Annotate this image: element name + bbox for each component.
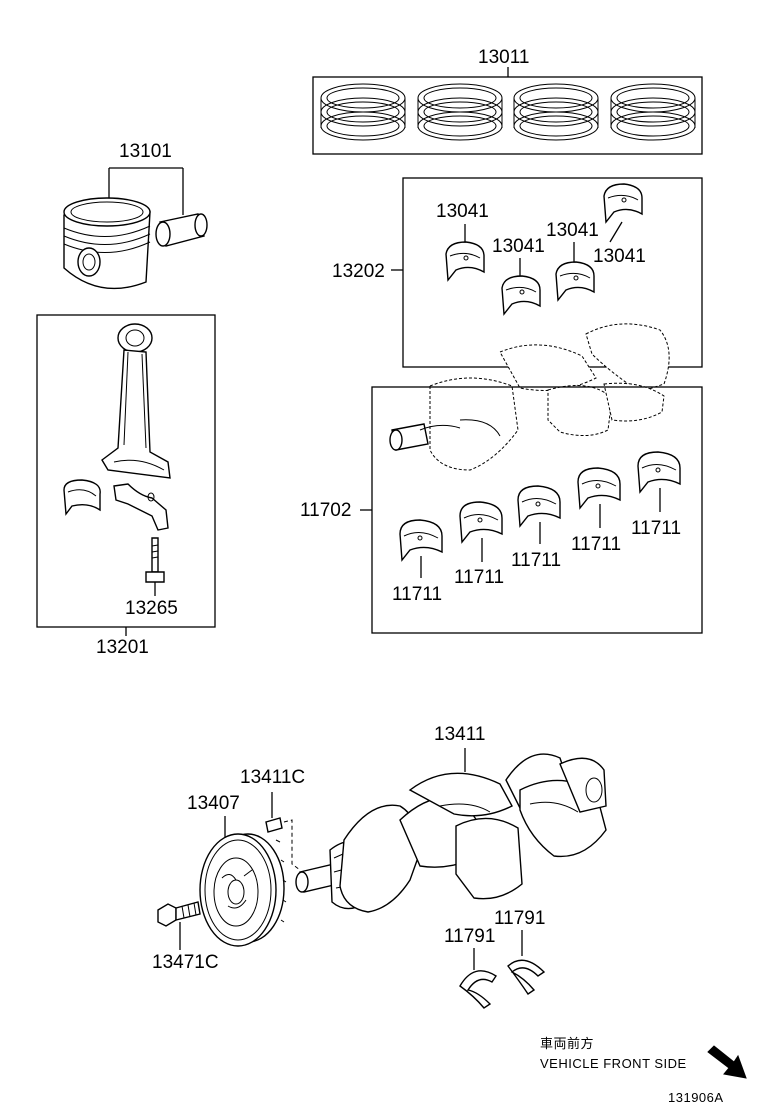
label-13201: 13201 xyxy=(96,637,149,658)
main-bearing-shell-icon xyxy=(517,485,561,528)
label-11711-d: 11711 xyxy=(571,534,621,555)
label-13265: 13265 xyxy=(125,598,178,619)
ghost-crankshaft-icon xyxy=(389,323,670,471)
label-11702: 11702 xyxy=(300,500,351,521)
label-13041-d: 13041 xyxy=(593,246,646,267)
woodruff-key-icon xyxy=(265,817,283,833)
label-13041-c: 13041 xyxy=(546,220,599,241)
ring-set-box xyxy=(312,76,703,155)
piston-pin-icon xyxy=(155,213,208,247)
label-11711-c: 11711 xyxy=(511,550,561,571)
ring-set-1 xyxy=(320,83,406,141)
direction-japanese: 車両前方 xyxy=(540,1036,594,1051)
piston-rings xyxy=(320,83,696,141)
bearing-shell-icon xyxy=(445,241,485,282)
label-13041-a: 13041 xyxy=(436,201,489,222)
connecting-rod-icon xyxy=(101,323,171,479)
label-11791-a: 11791 xyxy=(444,926,495,947)
label-11711-b: 11711 xyxy=(454,567,504,588)
label-11711-a: 11711 xyxy=(392,584,442,605)
rod-bolt-icon xyxy=(145,537,165,583)
label-13011: 13011 xyxy=(478,47,529,68)
label-13471C: 13471C xyxy=(152,952,219,973)
connecting-rod-group: 13265 13201 xyxy=(36,314,216,658)
main-bearing-set-group: 11702 11711 11711 xyxy=(300,323,703,634)
label-13202: 13202 xyxy=(332,261,385,282)
bearing-shell-icon xyxy=(555,261,595,302)
piston-icon xyxy=(63,197,151,290)
label-11791-b: 11791 xyxy=(494,908,545,929)
ring-set-3 xyxy=(513,83,599,141)
bearing-shell-icon xyxy=(603,183,643,224)
arrow-down-right-icon xyxy=(707,1045,747,1079)
label-11711-e: 11711 xyxy=(631,518,681,539)
thrust-washer-group: 11791 11791 xyxy=(444,908,546,1009)
ring-set-2 xyxy=(417,83,503,141)
label-13407: 13407 xyxy=(187,793,240,814)
direction-note: 車両前方 VEHICLE FRONT SIDE 131906A xyxy=(540,1036,747,1105)
direction-english: VEHICLE FRONT SIDE xyxy=(540,1056,687,1071)
pulley-bolt-icon xyxy=(157,901,201,927)
crank-key-group: 13411C xyxy=(240,767,305,871)
main-bearing-shell-icon xyxy=(459,501,503,544)
crankshaft-icon xyxy=(295,753,607,913)
main-bearing-shell-icon xyxy=(637,451,681,494)
thrust-washer-icon xyxy=(507,959,546,995)
main-bearing-shell-icon xyxy=(399,519,443,562)
crankshaft-group: 13411 xyxy=(295,724,607,913)
ring-set-4 xyxy=(610,83,696,141)
rod-bearing-icon xyxy=(63,479,101,516)
crank-pulley-icon xyxy=(199,833,287,947)
label-13411C: 13411C xyxy=(240,767,305,788)
pulley-group: 13407 xyxy=(187,793,287,947)
label-13041-b: 13041 xyxy=(492,236,545,257)
label-13101: 13101 xyxy=(119,141,172,162)
label-13411: 13411 xyxy=(434,724,485,745)
piston-group: 13101 xyxy=(63,141,208,290)
main-bearing-shell-icon xyxy=(577,467,621,510)
pulley-bolt-group: 13471C xyxy=(152,901,219,973)
figure-id: 131906A xyxy=(668,1090,724,1105)
piston-ring-set-group: 13011 xyxy=(312,47,703,155)
thrust-washer-icon xyxy=(459,970,497,1009)
rod-cap-icon xyxy=(113,483,169,531)
bearing-shell-icon xyxy=(501,275,541,316)
rod-bearing-set-group: 13202 13041 13041 13041 13041 xyxy=(332,177,703,368)
